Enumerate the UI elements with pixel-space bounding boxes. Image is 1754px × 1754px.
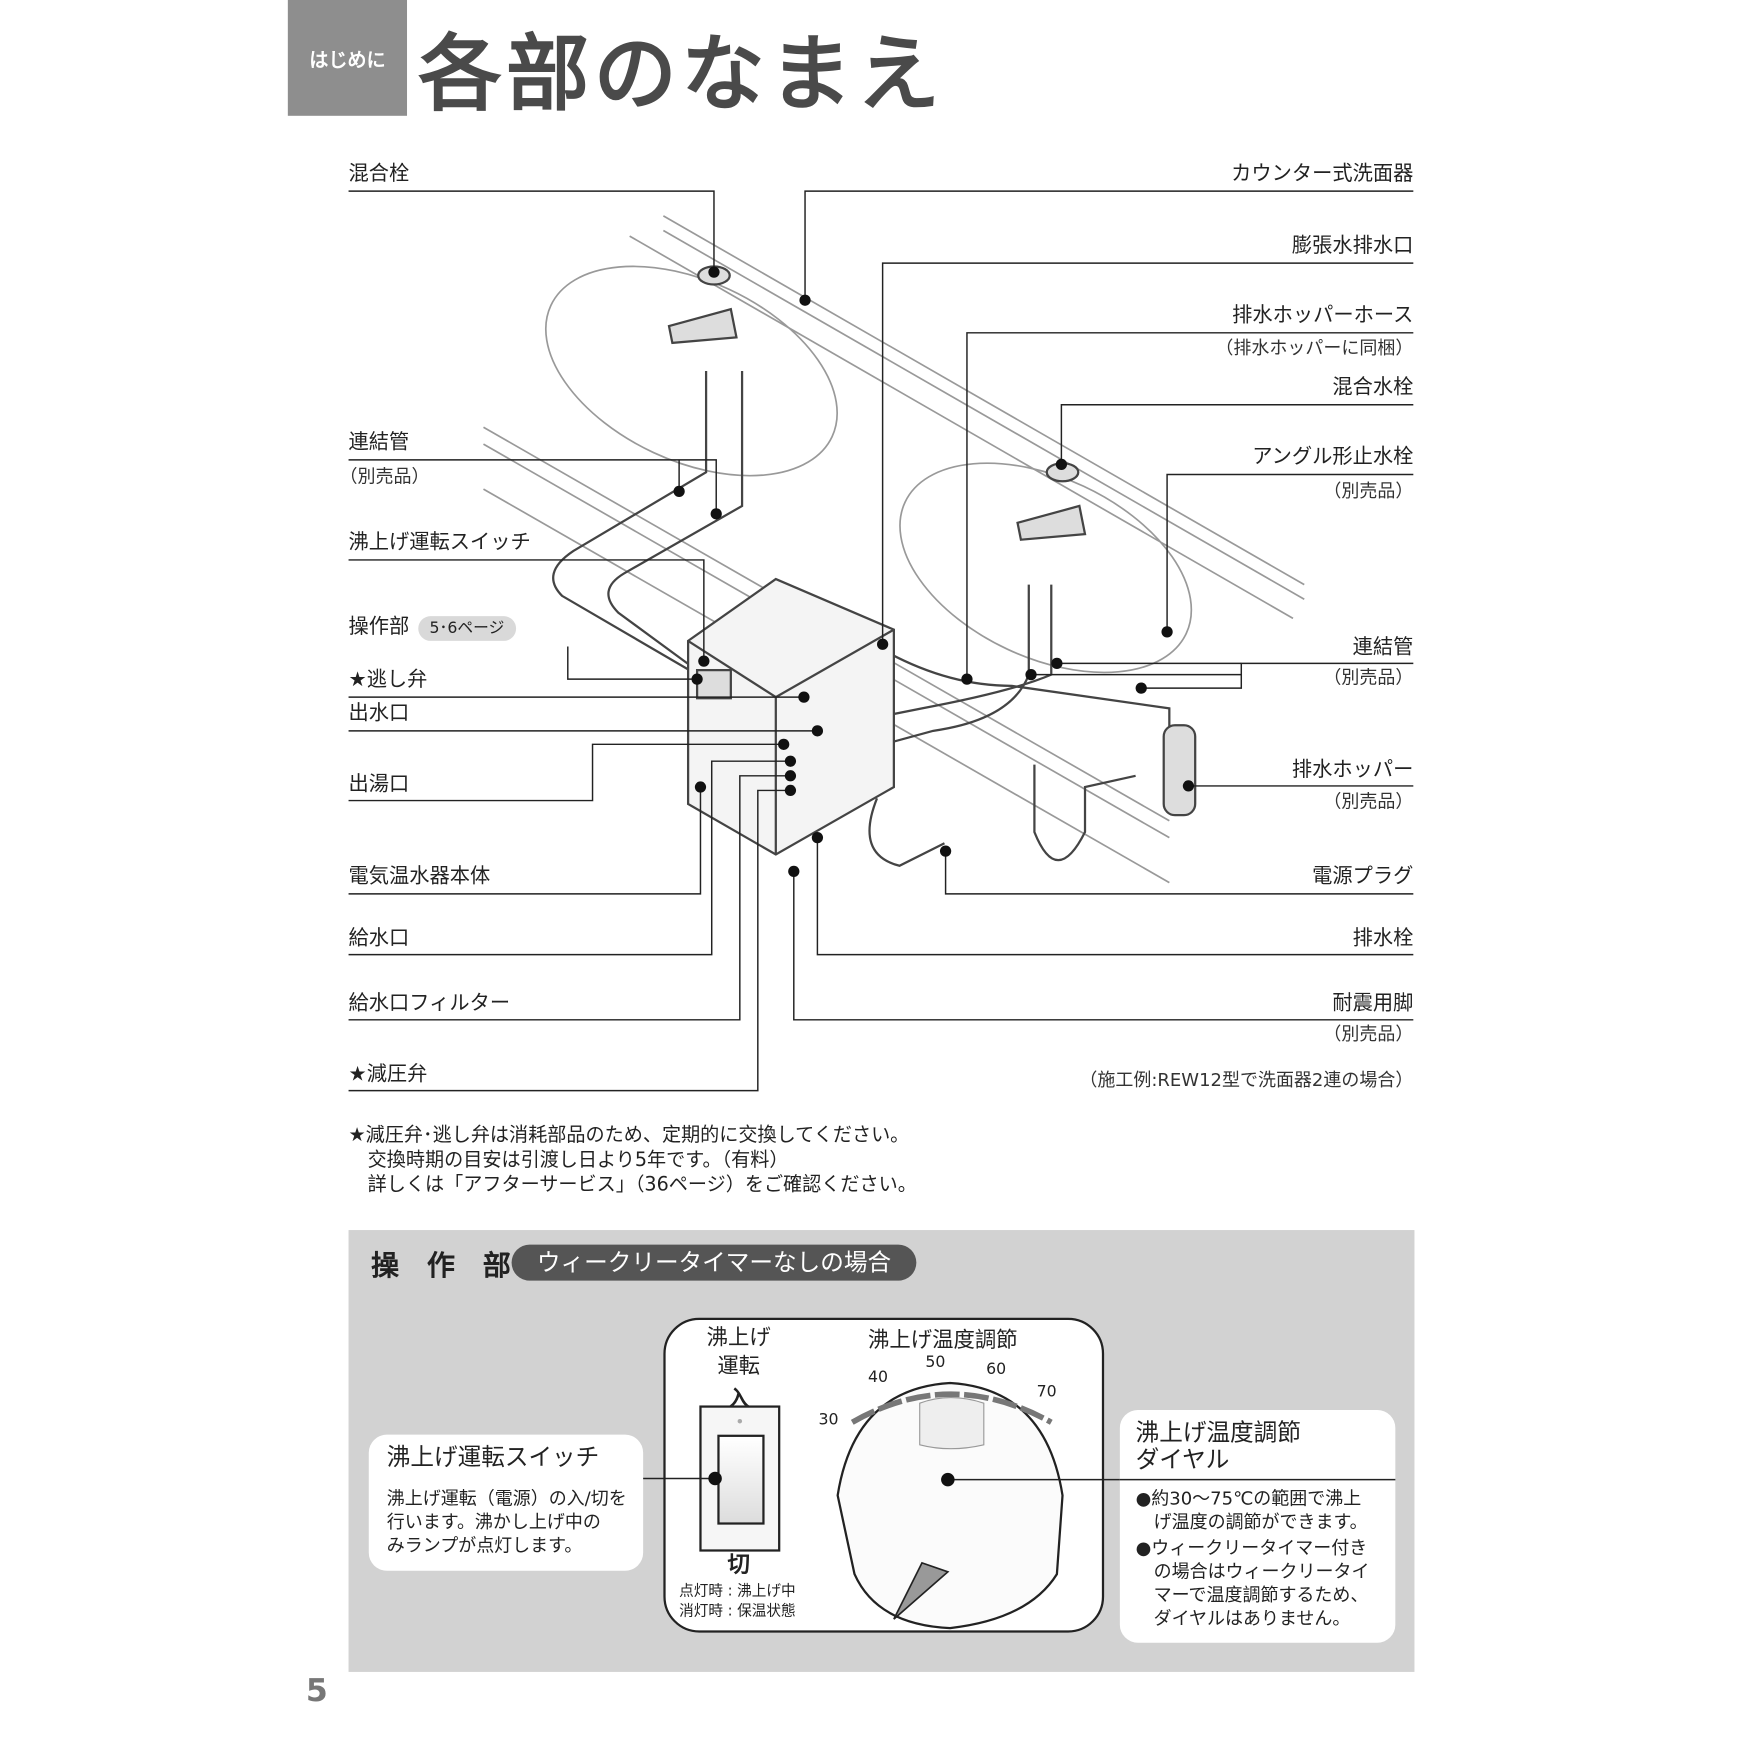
label-counter-basin: カウンター式洗面器	[1231, 161, 1414, 186]
note-line: 交換時期の目安は引渡し日より5年です。（有料）	[367, 1149, 789, 1172]
label-mixing-faucet: 混合栓	[348, 161, 410, 186]
label-inlet-filter: 給水口フィルター	[348, 991, 511, 1016]
dial-tick-50: 50	[925, 1353, 946, 1372]
lamp-indicator	[737, 1418, 743, 1424]
label-water-outlet: 出水口	[348, 701, 410, 726]
label-angle-stop-valve: アングル形止水栓	[1252, 445, 1414, 469]
dial-callout: 沸上げ温度調節ダイヤル ●約30～75℃の範囲で沸上 げ温度の調節ができます。 …	[1119, 1409, 1396, 1643]
note-line: ★減圧弁･逃し弁は消耗部品のため、定期的に交換してください。	[348, 1124, 910, 1147]
dial-tick-70: 70	[1036, 1382, 1057, 1401]
label-mixing-faucet-2: 混合水栓	[1332, 375, 1414, 400]
dial-tick-30: 30	[818, 1411, 839, 1430]
label-connecting-pipe-note: （別売品）	[339, 465, 430, 487]
dial-tick-60: 60	[986, 1360, 1007, 1379]
leader-dots	[673, 266, 1195, 878]
note-line: 詳しくは「アフターサービス」（36ページ）をご確認ください。	[367, 1173, 917, 1197]
page-title: 各部のなまえ	[418, 25, 945, 123]
label-boil-switch: 沸上げ運転スイッチ	[348, 530, 531, 555]
label-power-plug: 電源プラグ	[1312, 864, 1414, 889]
label-expansion-drain: 膨張水排水口	[1291, 233, 1414, 258]
label-pressure-reducing-valve: ★減圧弁	[348, 1062, 428, 1087]
switch-callout: 沸上げ運転スイッチ 沸上げ運転（電源）の入/切を 行います。沸かし上げ中の みラ…	[368, 1434, 644, 1571]
switch-title: 沸上げ運転	[706, 1325, 771, 1379]
label-connecting-pipe-2: 連結管	[1352, 635, 1414, 659]
page-ref-badge: 5･6ページ	[418, 616, 516, 641]
section-title: 操 作 部	[371, 1249, 520, 1282]
installation-diagram	[348, 190, 1414, 1092]
label-drain-hopper-hose-note: （排水ホッパーに同梱）	[1215, 337, 1414, 359]
label-angle-stop-valve-note: （別売品）	[1323, 480, 1414, 502]
variant-tag: ウィークリータイマーなしの場合	[511, 1244, 917, 1281]
switch-rocker[interactable]	[717, 1434, 765, 1525]
switch-off-label: 切	[727, 1550, 750, 1578]
installation-caption: （施工例:REW12型で洗面器2連の場合）	[1079, 1069, 1414, 1091]
label-drain-hopper-hose: 排水ホッパーホース	[1232, 303, 1414, 328]
label-connecting-pipe-2-note: （別売品）	[1323, 666, 1414, 689]
dial-tick-40: 40	[868, 1368, 889, 1387]
label-drain-hopper-note: （別売品）	[1323, 790, 1414, 812]
section-tab: はじめに	[287, 0, 408, 116]
label-control-panel-text: 操作部	[348, 615, 410, 639]
label-seismic-legs-note: （別売品）	[1323, 1023, 1414, 1045]
boil-switch[interactable]	[699, 1405, 781, 1552]
label-seismic-legs: 耐震用脚	[1332, 991, 1414, 1016]
label-hot-water-outlet: 出湯口	[348, 772, 410, 797]
label-connecting-pipe: 連結管	[348, 430, 410, 455]
lamp-legend: 点灯時 : 沸上げ中消灯時 : 保温状態	[679, 1583, 796, 1621]
leader-lines	[348, 190, 1414, 1092]
water-heater-body	[686, 577, 895, 856]
label-heater-body: 電気温水器本体	[348, 864, 491, 889]
label-drain-hopper: 排水ホッパー	[1291, 757, 1414, 782]
piping-illustration	[552, 371, 1171, 867]
dial-title: 沸上げ温度調節	[868, 1327, 1018, 1353]
label-control-panel: 操作部 5･6ページ	[349, 614, 516, 641]
label-relief-valve: ★逃し弁	[348, 667, 428, 692]
label-water-inlet: 給水口	[348, 926, 410, 951]
page-number: 5	[305, 1671, 328, 1710]
label-drain-plug: 排水栓	[1352, 926, 1414, 951]
